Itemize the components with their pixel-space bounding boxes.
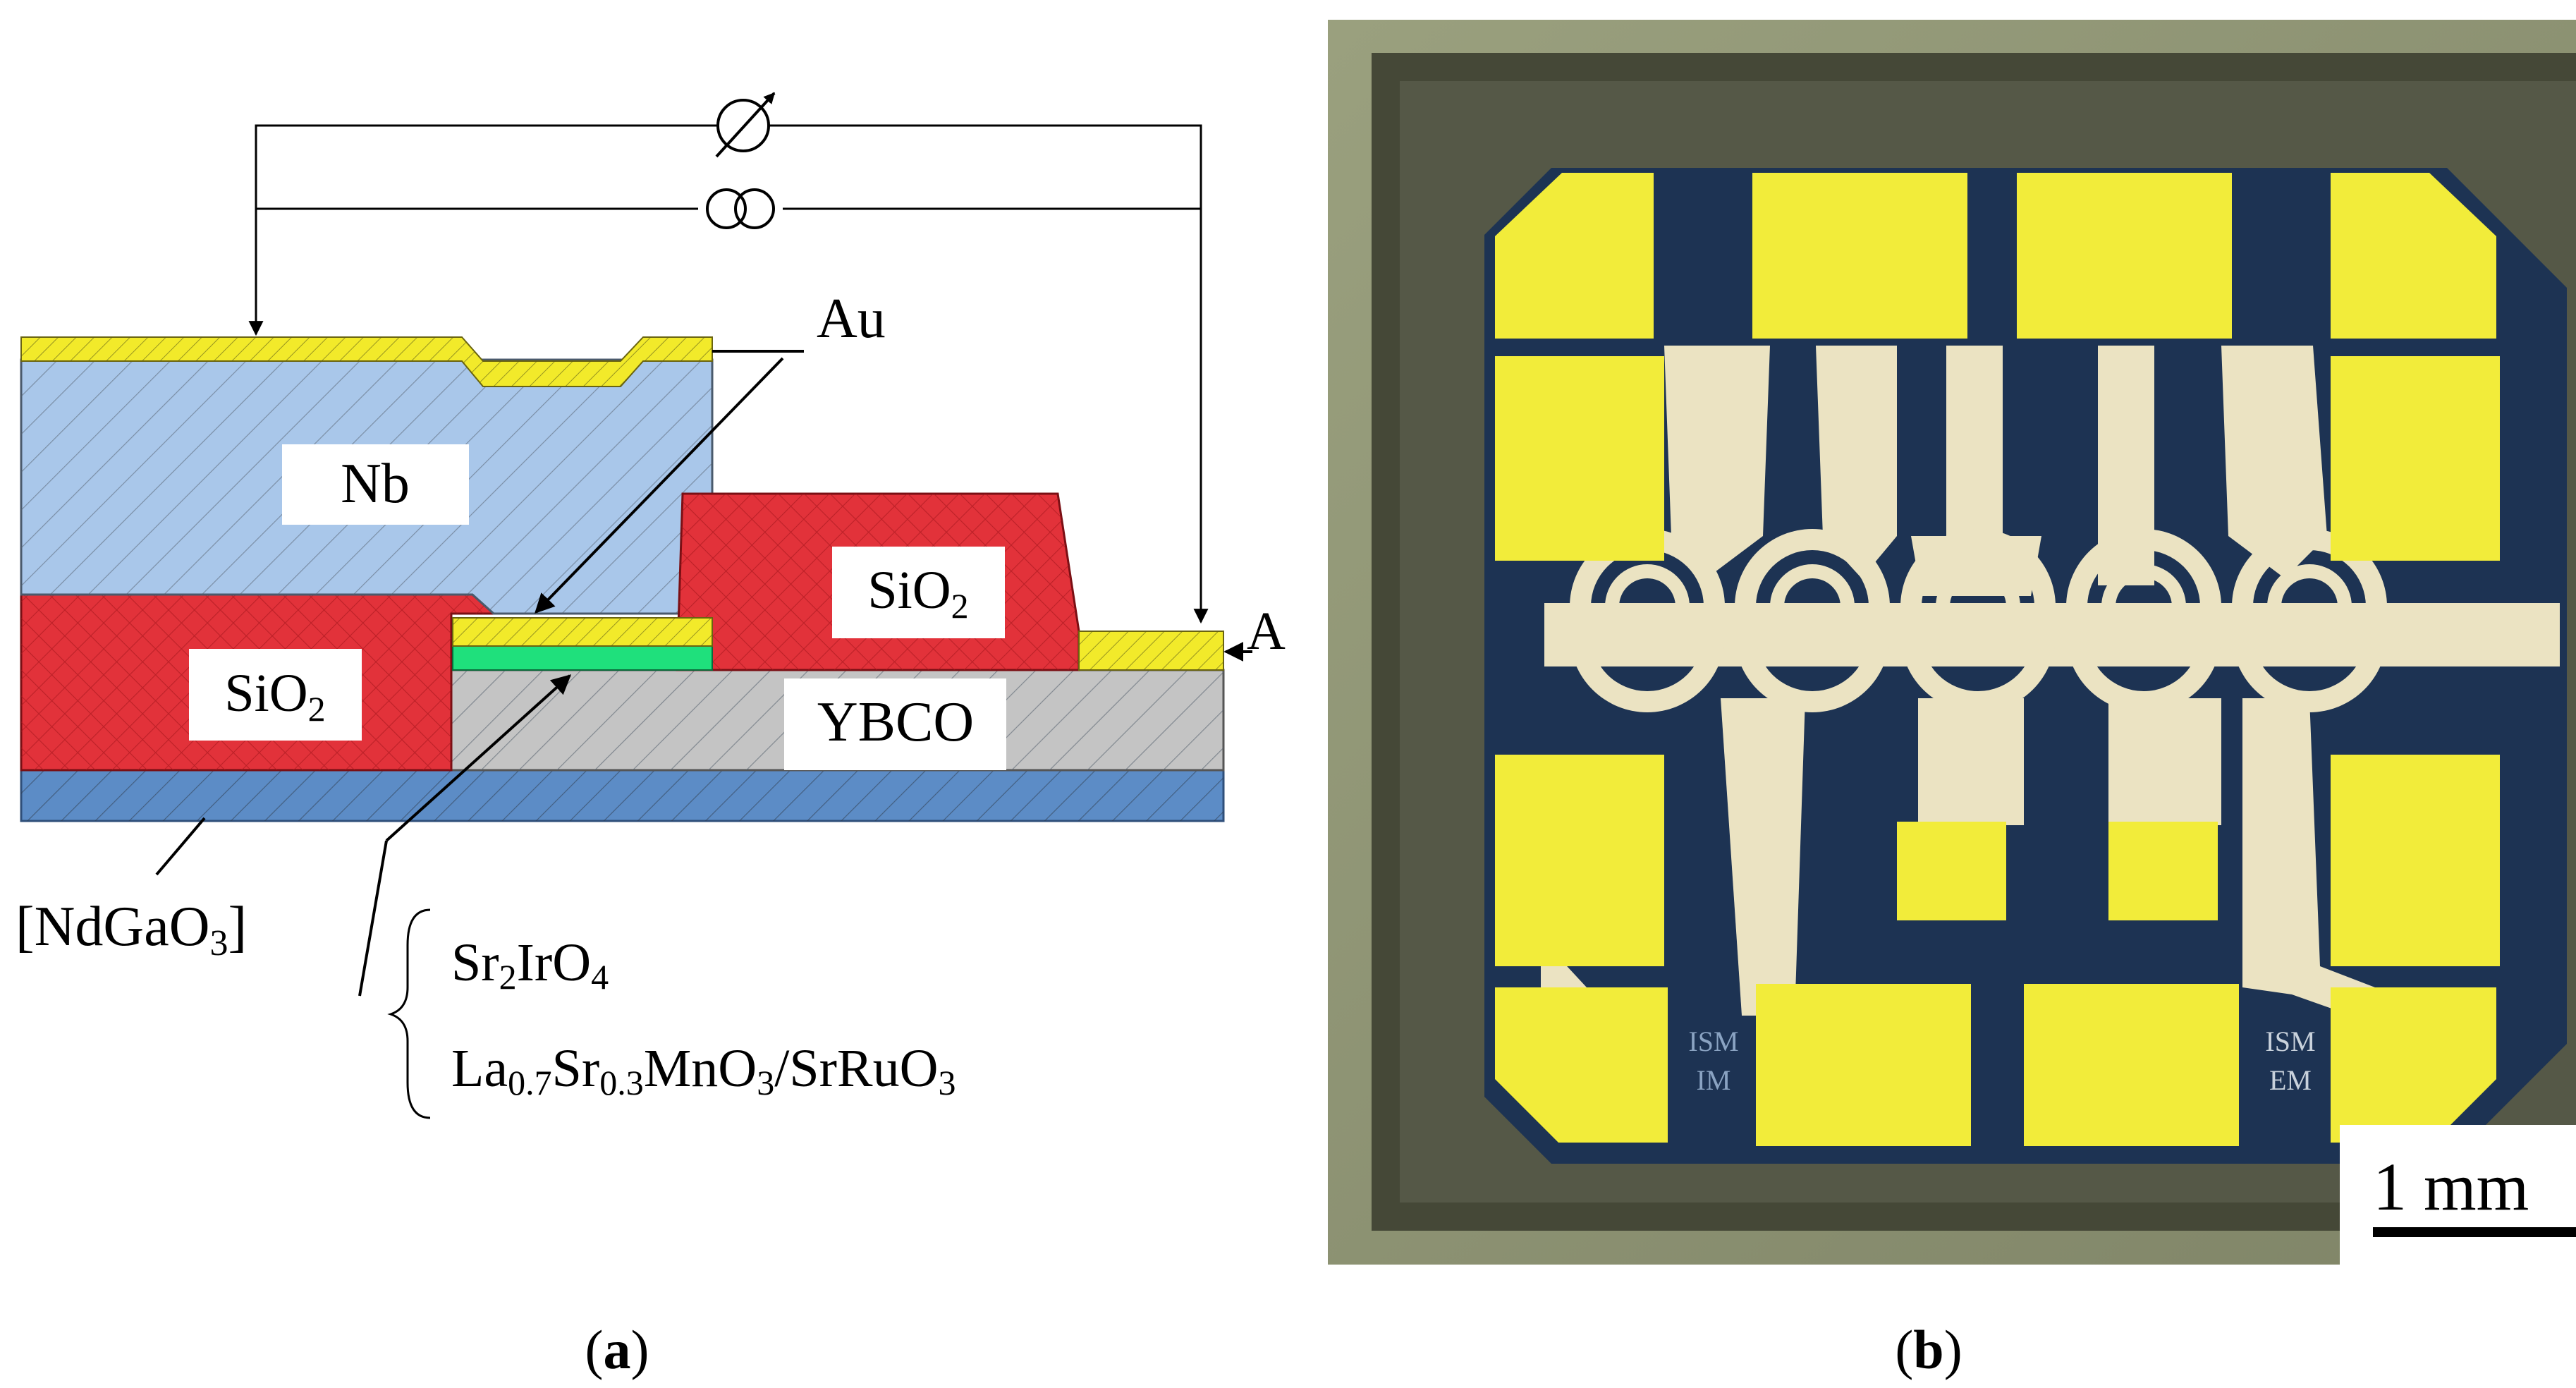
scale-bar-box	[2340, 1125, 2576, 1266]
contact-pad	[2331, 173, 2496, 339]
label-a: A	[1247, 602, 1286, 661]
lower-leads	[1541, 698, 2412, 1037]
label-sio2-right: SiO2	[867, 561, 968, 626]
interlayer-brace	[387, 908, 431, 1119]
panel-b: ISM IM ISM EM 1 mm (b)	[1328, 20, 2576, 1380]
caption-a: (a)	[585, 1319, 649, 1380]
voltmeter-icon	[715, 92, 776, 158]
contact-pad	[1495, 356, 1664, 561]
upper-leads	[1664, 346, 2327, 596]
chip-mark: ISM	[2265, 1025, 2315, 1057]
nb-label-box	[282, 444, 469, 525]
contact-pad	[1495, 173, 1654, 339]
small-component	[1682, 418, 1724, 434]
contact-pad	[1752, 173, 1967, 339]
contact-pad	[1495, 987, 1668, 1143]
label-sio2-left: SiO2	[224, 664, 325, 729]
chip-mark: ISM	[1688, 1025, 1738, 1057]
interlayer-film	[452, 645, 713, 671]
contact-pad	[2331, 987, 2496, 1143]
sio2-right-label-box	[832, 547, 1005, 638]
sio2-left-label-box	[189, 649, 362, 741]
label-nb: Nb	[341, 453, 410, 515]
ybco-label-box	[784, 678, 1006, 770]
chip-mark: EM	[2269, 1064, 2312, 1096]
contact-pad	[1495, 755, 1664, 966]
label-interlayer-2: La0.7Sr0.3MnO3/SrRuO3	[451, 1039, 956, 1102]
contact-pad	[2017, 173, 2232, 339]
contact-pad	[2331, 356, 2500, 561]
label-interlayer-1: Sr2IrO4	[451, 933, 609, 997]
contact-pad	[1756, 984, 1971, 1146]
chip-mark: IM	[1697, 1064, 1731, 1096]
contact-pad	[1897, 822, 2006, 920]
current-source-icon	[698, 188, 783, 229]
scale-bar-label: 1 mm	[2373, 1149, 2529, 1224]
contact-pad	[2331, 755, 2500, 966]
contact-pad	[2024, 984, 2239, 1146]
leader-lines	[155, 350, 1252, 997]
label-ybco: YBCO	[817, 691, 974, 753]
scale-bar	[2373, 1227, 2576, 1237]
caption-b: (b)	[1895, 1319, 1962, 1380]
contact-pad	[2108, 822, 2218, 920]
contact-pads	[1495, 173, 2500, 1146]
label-substrate: [NdGaO3]	[16, 896, 247, 963]
label-au: Au	[817, 288, 886, 350]
small-component	[2257, 418, 2299, 434]
panel-a: Nb SiO2 SiO2 YBCO Au A [NdGaO3] Sr2IrO4 …	[16, 92, 1286, 1380]
